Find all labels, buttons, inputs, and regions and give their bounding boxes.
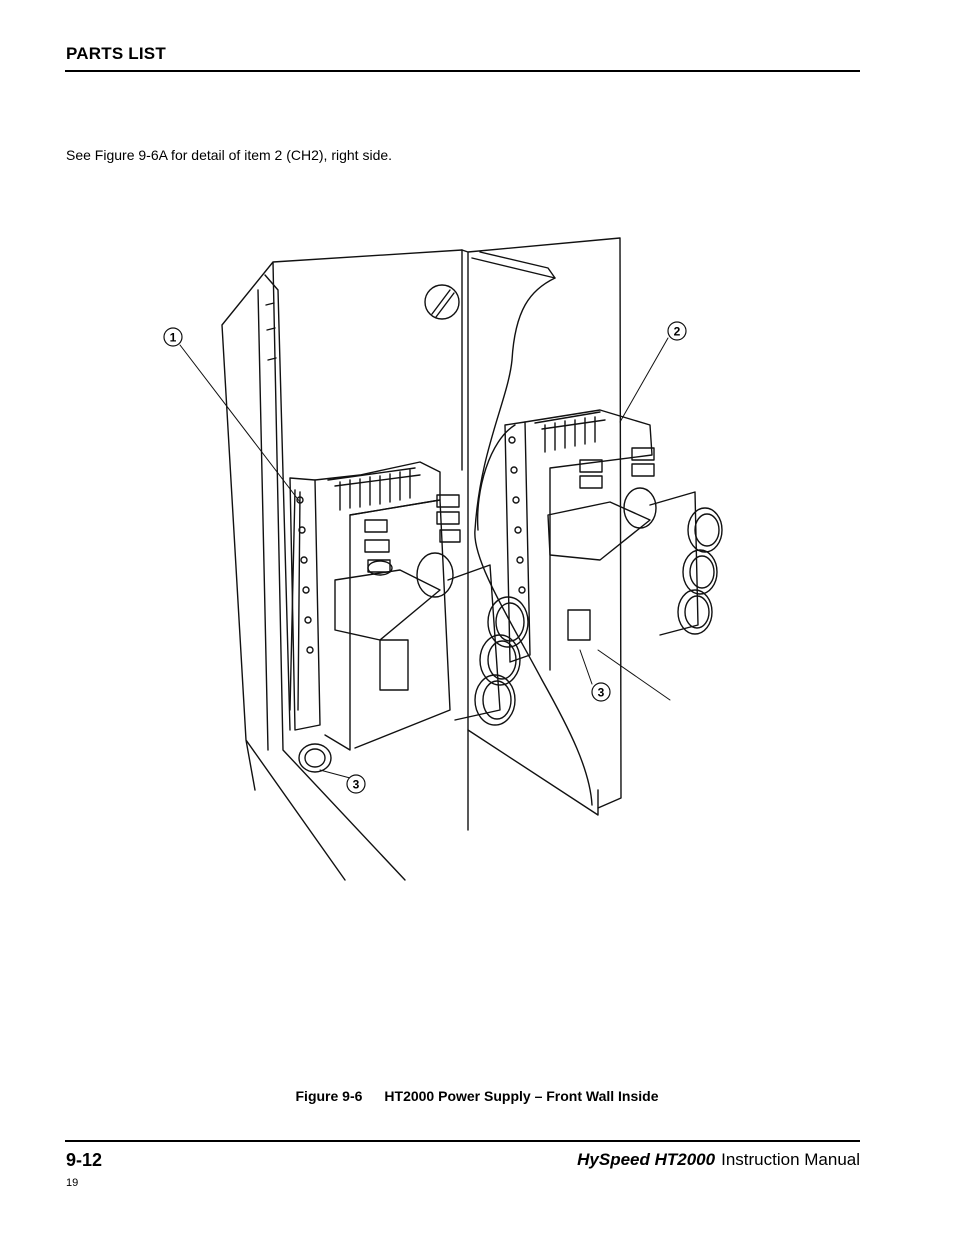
callout-1: 1: [163, 327, 183, 347]
header-rule: [65, 70, 860, 72]
figure-caption: Figure 9-6 HT2000 Power Supply – Front Wa…: [0, 1088, 954, 1104]
leader-line-1: [179, 344, 301, 503]
leader-line-3b: [319, 769, 351, 779]
brand-name: HySpeed HT2000: [577, 1150, 716, 1169]
manual-title: HySpeed HT2000 Instruction Manual: [577, 1150, 860, 1170]
manual-label: Instruction Manual: [721, 1150, 860, 1169]
callout-3-left: 3: [346, 774, 366, 794]
intro-text: See Figure 9-6A for detail of item 2 (CH…: [66, 147, 393, 163]
section-title: PARTS LIST: [66, 44, 166, 63]
wall-flange: [257, 274, 291, 751]
chassis-right: [504, 409, 723, 671]
page-number: 9-12: [66, 1150, 103, 1170]
footer-rule: [65, 1140, 860, 1142]
figure-drawing: 1 2 3 3: [150, 230, 730, 890]
callout-1-label: 1: [170, 331, 177, 345]
access-hole: [424, 284, 460, 320]
door-panel: [461, 237, 622, 831]
leader-line-2: [619, 337, 669, 423]
front-wall-outline: [221, 249, 463, 881]
callout-2-label: 2: [674, 325, 681, 339]
callout-2: 2: [667, 321, 687, 341]
leader-line-3a: [579, 649, 593, 685]
callout-3-left-label: 3: [353, 778, 360, 792]
wire-harness: [474, 277, 593, 806]
callout-3-right: 3: [591, 682, 611, 702]
page-index: 19: [66, 1177, 79, 1189]
chassis-left: [289, 461, 529, 773]
callout-3-right-label: 3: [598, 686, 605, 700]
caption-title: HT2000 Power Supply – Front Wall Inside: [384, 1088, 659, 1104]
caption-number: Figure 9-6: [295, 1088, 363, 1104]
